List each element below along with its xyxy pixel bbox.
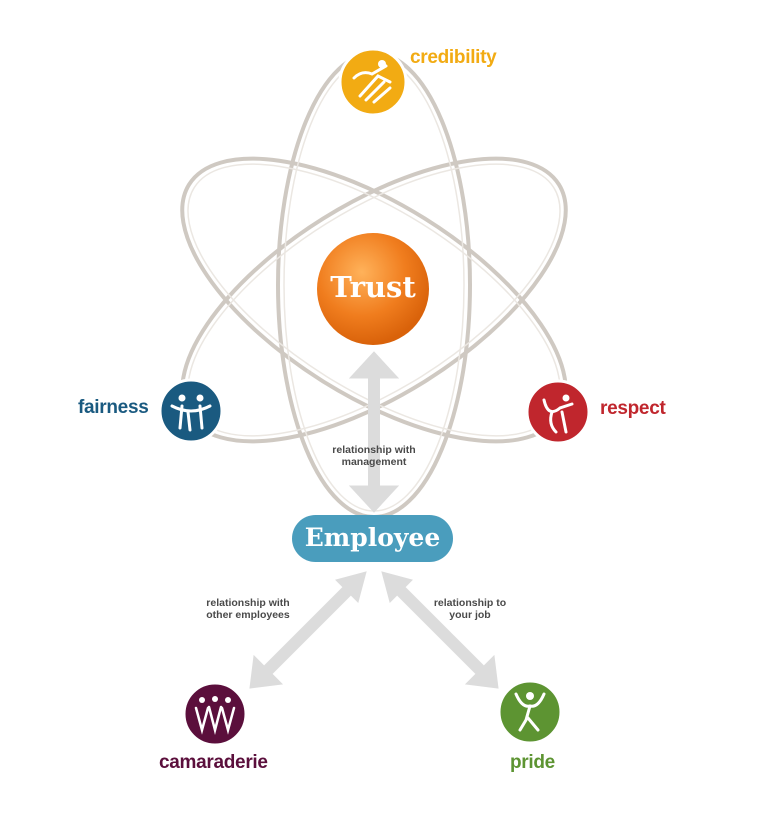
relationship-other-employees-line2: other employees (206, 609, 290, 621)
group-icon (194, 696, 236, 735)
employee-label: Employee (304, 523, 441, 552)
relationship-job-line2: your job (449, 609, 491, 621)
camaraderie-label: camaraderie (159, 752, 268, 773)
credibility-node (338, 47, 408, 117)
arrow-to-employee-right (381, 571, 413, 603)
people-hug-icon (170, 394, 212, 432)
arrow-up-to-trust (348, 351, 400, 379)
fairness-node (158, 378, 224, 444)
employee-pill (292, 515, 453, 562)
handshake-icon (352, 60, 392, 104)
relationship-other-employees-line1: relationship with (206, 597, 290, 609)
arrow-to-employee-left (335, 571, 367, 603)
camaraderie-node (182, 681, 248, 747)
respect-node (525, 379, 591, 445)
pride-node (497, 679, 563, 745)
relationship-management-line2: management (341, 456, 407, 468)
arrow-to-camaraderie (249, 654, 284, 689)
person-cheer-icon (514, 692, 546, 732)
relationship-management-line1: relationship with (332, 444, 416, 456)
arrow-to-pride (464, 654, 499, 689)
trust-label: Trust (330, 270, 416, 304)
relationship-arrows (249, 351, 499, 689)
respect-label: respect (600, 398, 666, 419)
arrow-down-to-employee (348, 485, 400, 513)
person-bow-icon (542, 394, 574, 434)
relationship-other-employees-label: relationship with other employees (192, 597, 304, 621)
credibility-label: credibility (410, 47, 497, 68)
relationship-job-label: relationship to your job (420, 597, 520, 621)
pride-label: pride (510, 752, 555, 773)
trust-sphere (317, 233, 429, 345)
relationship-management-label: relationship with management (318, 444, 430, 468)
relationship-job-line1: relationship to (433, 597, 507, 609)
fairness-label: fairness (78, 397, 149, 418)
